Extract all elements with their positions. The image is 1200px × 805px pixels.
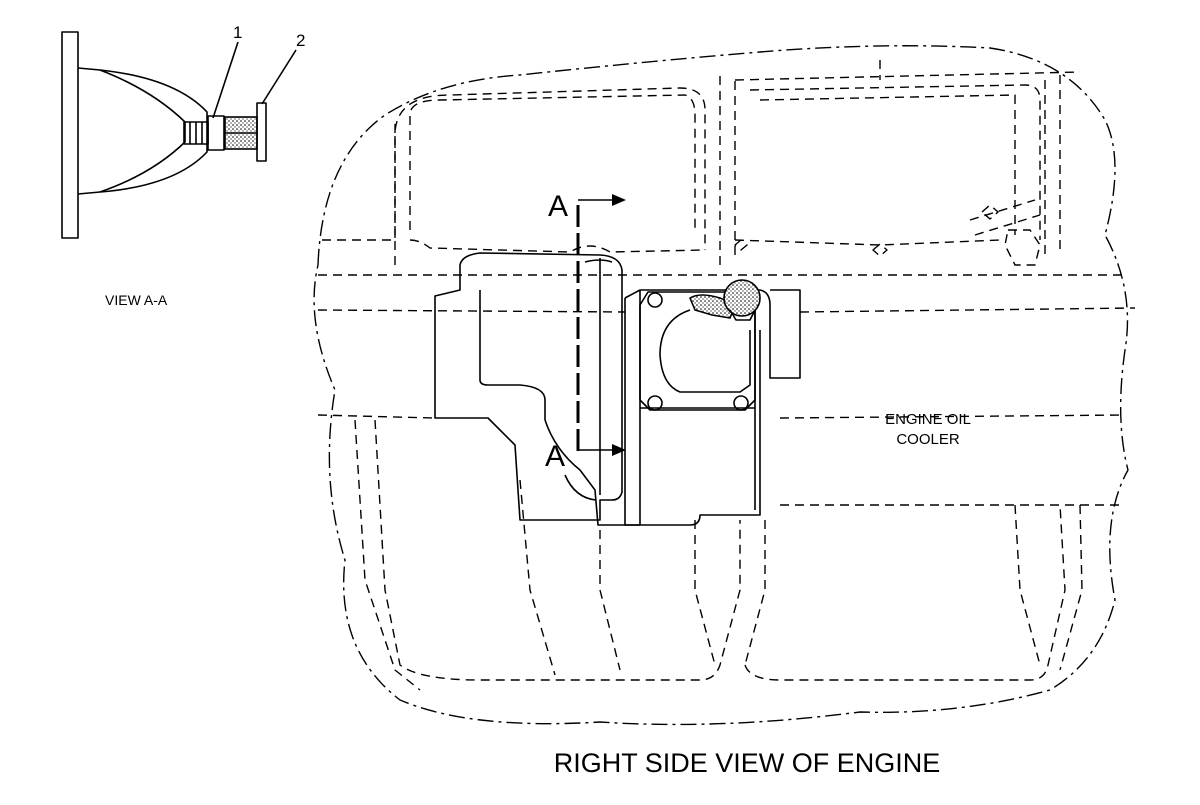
callout-2-leader xyxy=(261,49,297,105)
engine-side-view: A A ENGINE OIL COOLER xyxy=(313,45,1136,726)
elbow-outer xyxy=(77,67,208,195)
housing-left-ribs xyxy=(584,258,613,495)
deck-line-3 xyxy=(317,414,1126,419)
crankcase-web-0 xyxy=(519,479,621,676)
cover-bolt-2 xyxy=(647,395,663,411)
fitting-nut xyxy=(207,115,225,151)
cooler-cover-edge xyxy=(624,298,640,526)
block-bracket xyxy=(969,199,1041,236)
cooler-cover xyxy=(624,289,801,525)
sensor-base xyxy=(729,309,756,321)
cover-bolt-1 xyxy=(647,292,663,308)
component-label-line-2: COOLER xyxy=(896,431,960,448)
block-panel-2-bottom xyxy=(734,239,1001,246)
sensor-head xyxy=(723,279,761,317)
section-mark-top: A xyxy=(548,190,568,223)
flange-plate xyxy=(61,31,79,239)
engine-boundary xyxy=(313,45,1129,726)
block-top-edge xyxy=(734,60,1081,81)
view-label: VIEW A-A xyxy=(105,292,168,308)
block-divider-right xyxy=(1044,75,1061,260)
block-panel-2 xyxy=(749,84,1041,240)
section-mark-bottom: A xyxy=(545,440,565,473)
section-arrowhead-top xyxy=(612,194,626,206)
cover-bolt-3 xyxy=(733,395,749,411)
component-label-line-1: ENGINE OIL xyxy=(885,411,971,428)
mounting-plate xyxy=(256,102,267,162)
callout-2: 2 xyxy=(296,31,305,50)
housing-left-inner xyxy=(479,290,546,420)
crankcase-web-1 xyxy=(694,520,766,666)
deck-line-2 xyxy=(317,307,1136,313)
block-panel-1-inner xyxy=(409,94,696,230)
section-arrowhead-bottom xyxy=(612,444,626,456)
crankcase-web-2 xyxy=(1014,504,1083,671)
view-a-a-detail: 1 2 VIEW A-A xyxy=(61,23,305,308)
crankcase-leg-1 xyxy=(354,419,421,691)
block-hex-plug xyxy=(1004,229,1041,266)
block-panel-left xyxy=(322,120,396,241)
block-divider xyxy=(719,72,736,265)
crankcase-panel-2 xyxy=(744,504,1066,681)
crankcase-panel-1 xyxy=(374,419,741,681)
block-panel-1 xyxy=(394,87,706,265)
block-panel-1-bottom xyxy=(409,239,706,253)
block-bolts xyxy=(734,204,999,257)
callout-1: 1 xyxy=(233,23,242,42)
housing-left xyxy=(434,252,623,521)
callout-1-leader xyxy=(212,41,239,119)
diagram-caption: RIGHT SIDE VIEW OF ENGINE xyxy=(554,748,941,778)
lower-bracket xyxy=(544,330,761,526)
elbow-inner xyxy=(99,69,186,193)
cooler-cover-recess xyxy=(659,309,751,393)
lower-bracket-curve xyxy=(564,474,597,501)
